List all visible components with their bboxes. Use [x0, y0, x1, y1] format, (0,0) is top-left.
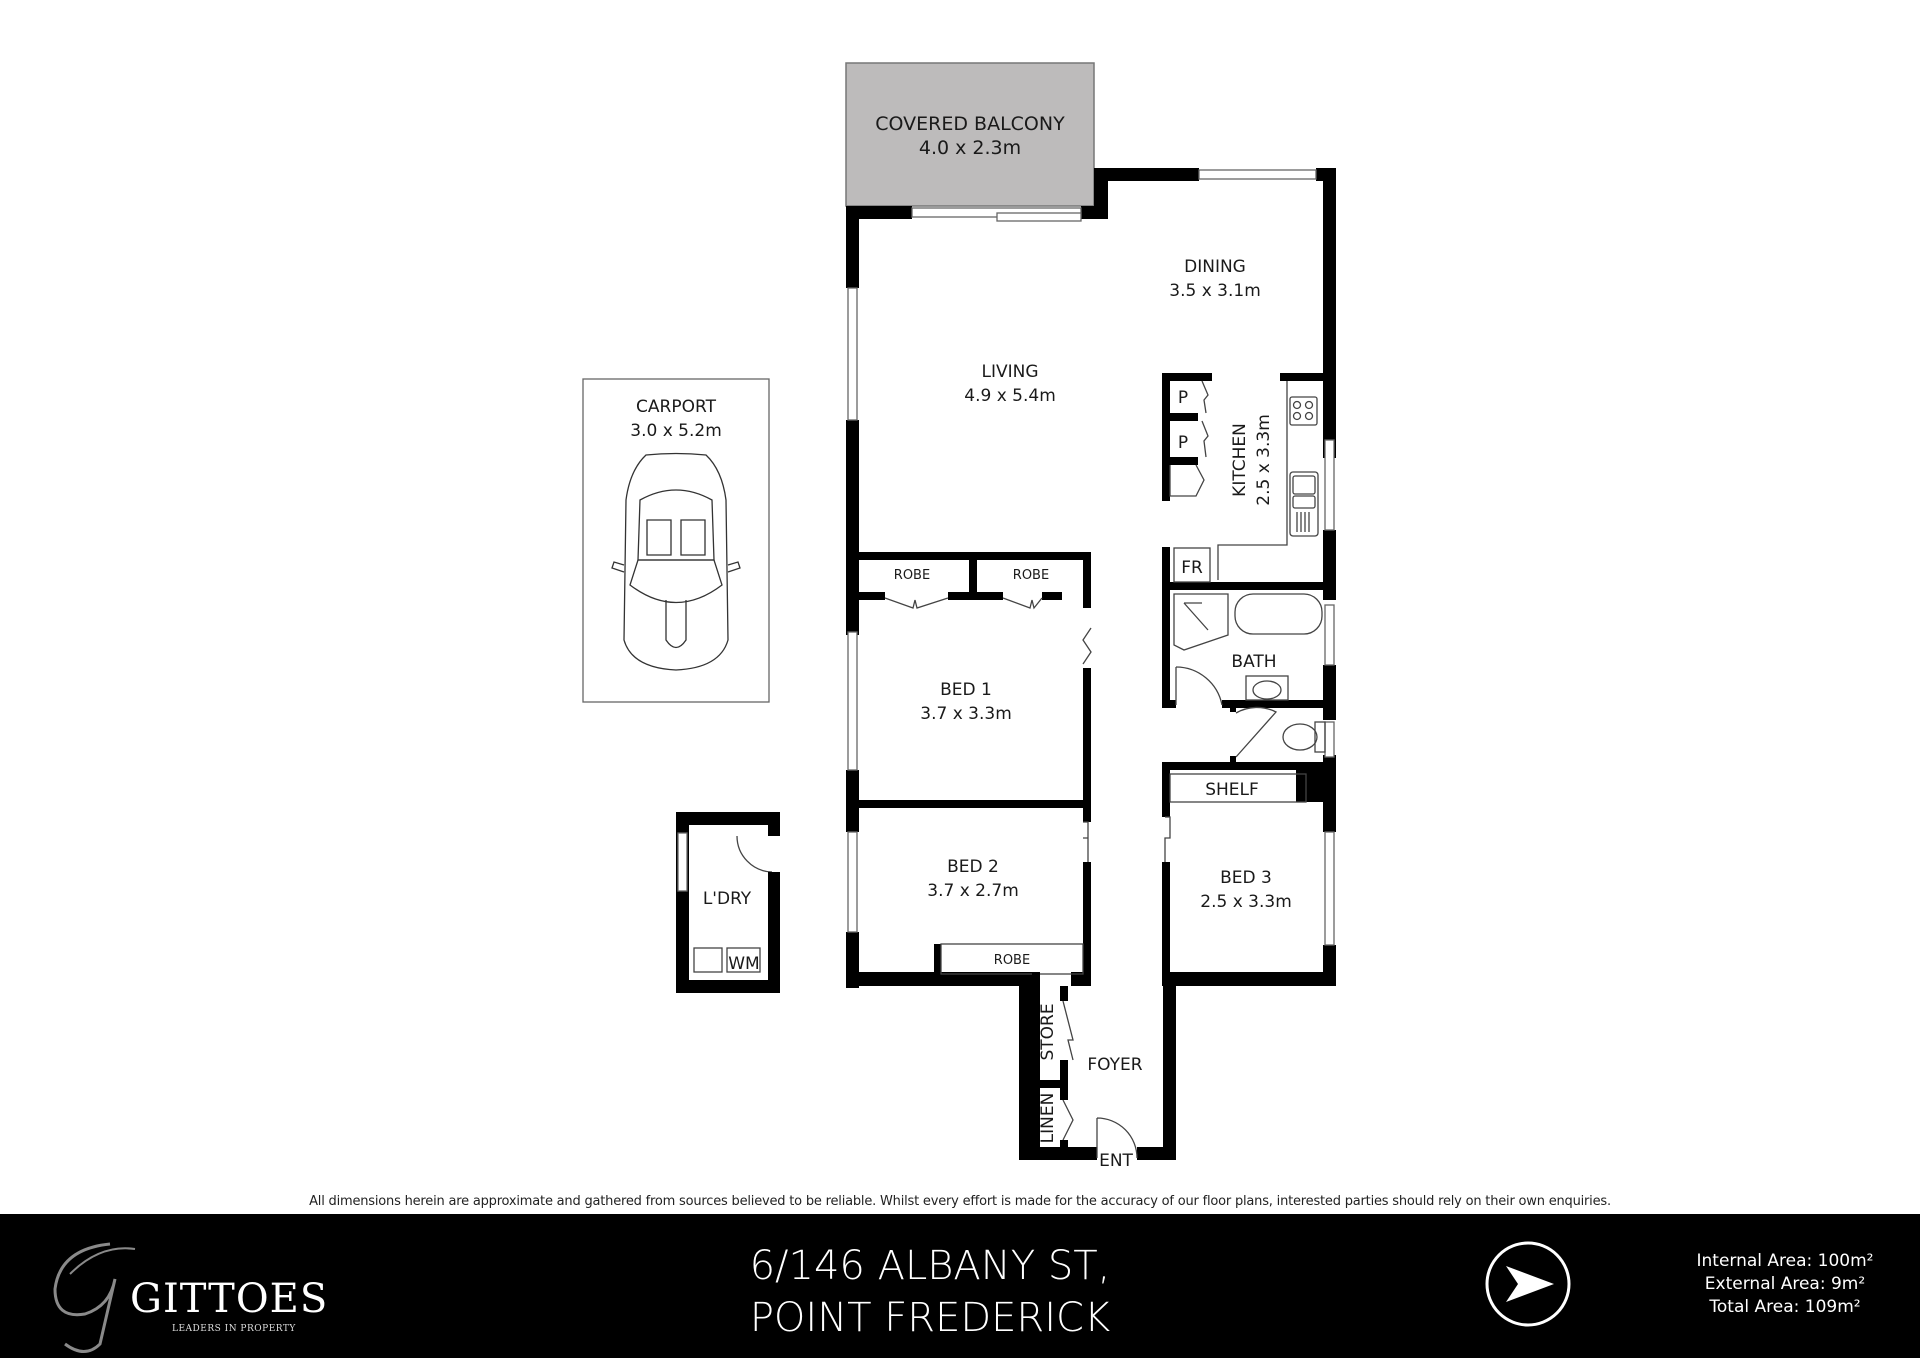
shelf-label: SHELF [1205, 780, 1259, 800]
bed3-size: 2.5 x 3.3m [1200, 892, 1292, 912]
balcony-name: COVERED BALCONY [875, 113, 1065, 135]
bed1-size: 3.7 x 3.3m [920, 704, 1012, 724]
foyer-name: FOYER [1087, 1055, 1142, 1075]
bed1-name: BED 1 [940, 680, 992, 700]
carport: CARPORT 3.0 x 5.2m [582, 378, 770, 703]
interior-walls [846, 373, 1336, 986]
exterior-walls [846, 168, 1336, 1160]
linen-label: LINEN [1038, 1093, 1058, 1144]
address-line-2: POINT FREDERICK [749, 1295, 1111, 1341]
dining-name: DINING [1184, 257, 1246, 277]
north-arrow-icon [1485, 1241, 1571, 1327]
brand-name: GITTOES [130, 1276, 329, 1322]
floor-plan: COVERED BALCONY 4.0 x 2.3m [582, 62, 1336, 1171]
internal-area: Internal Area: 100m² [1696, 1251, 1874, 1271]
dining-size: 3.5 x 3.1m [1169, 281, 1261, 301]
covered-balcony: COVERED BALCONY 4.0 x 2.3m [845, 62, 1095, 207]
footer-bar: GITTOES LEADERS IN PROPERTY 6/146 ALBANY… [0, 1214, 1920, 1358]
living-size: 4.9 x 5.4m [964, 386, 1056, 406]
disclaimer: All dimensions herein are approximate an… [309, 1194, 1611, 1209]
bed3-name: BED 3 [1220, 868, 1272, 888]
laundry-name: L'DRY [703, 889, 752, 909]
bath-name: BATH [1231, 652, 1276, 672]
area-summary: Internal Area: 100m² External Area: 9m² … [1680, 1250, 1890, 1319]
room-labels: DINING 3.5 x 3.1m LIVING 4.9 x 5.4m KITC… [703, 257, 1292, 1171]
external-area: External Area: 9m² [1704, 1274, 1866, 1294]
fixtures [693, 380, 1326, 1159]
pantry-1: P [1178, 388, 1188, 408]
kitchen-name: KITCHEN [1230, 423, 1250, 497]
robe-2: ROBE [1013, 568, 1049, 583]
kitchen-size: 2.5 x 3.3m [1254, 414, 1274, 506]
property-address: 6/146 ALBANY ST, POINT FREDERICK [700, 1240, 1160, 1344]
brand-tagline: LEADERS IN PROPERTY [172, 1324, 296, 1334]
script-g-icon [53, 1242, 136, 1353]
brand-logo: GITTOES LEADERS IN PROPERTY [40, 1234, 340, 1353]
laundry-walls [676, 812, 780, 993]
total-area: Total Area: 109m² [1709, 1297, 1861, 1317]
pantry-2: P [1178, 433, 1188, 453]
address-line-1: 6/146 ALBANY ST, [749, 1243, 1111, 1289]
balcony-size: 4.0 x 2.3m [919, 137, 1021, 159]
carport-size: 3.0 x 5.2m [630, 421, 722, 441]
windows [847, 169, 1335, 946]
robe-1: ROBE [894, 568, 930, 583]
washer-label: WM [728, 954, 759, 974]
living-name: LIVING [981, 362, 1038, 382]
foyer-cupboards [1032, 972, 1068, 1150]
car-icon [611, 452, 741, 671]
entry-label: ENT [1099, 1151, 1133, 1171]
bed2-size: 3.7 x 2.7m [927, 881, 1019, 901]
store-label: STORE [1038, 1003, 1058, 1060]
bed2-name: BED 2 [947, 857, 999, 877]
fridge-label: FR [1181, 558, 1203, 578]
carport-name: CARPORT [636, 397, 717, 417]
robe-3: ROBE [994, 953, 1030, 968]
